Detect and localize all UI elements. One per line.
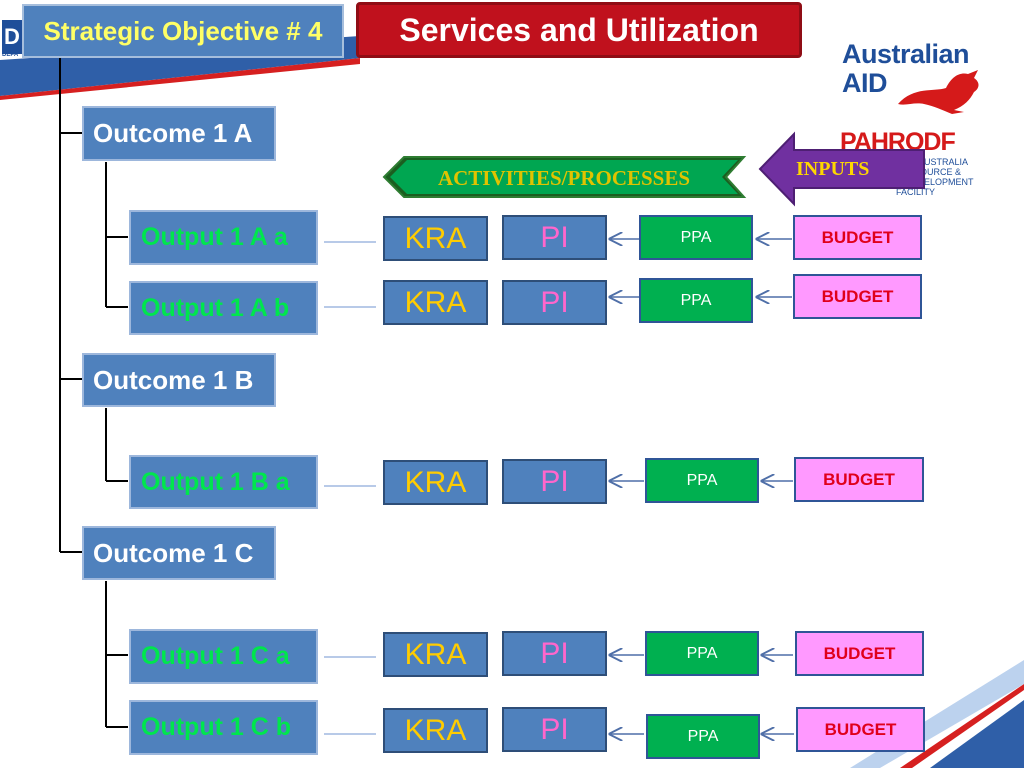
budget-box: BUDGET <box>795 631 924 676</box>
pi-box: PI <box>502 215 607 260</box>
budget-box: BUDGET <box>796 707 925 752</box>
outcome-a-branch-line <box>105 162 128 308</box>
output-1c-b: Output 1 C b <box>129 700 318 755</box>
ppa-box: PPA <box>646 714 760 759</box>
outcome-c-branch-line <box>105 581 128 728</box>
output-1c-a: Output 1 C a <box>129 629 318 684</box>
ppa-box: PPA <box>645 458 759 503</box>
strategic-objective-box: Strategic Objective # 4 <box>22 4 344 58</box>
kra-box: KRA <box>383 216 488 261</box>
inputs-label: INPUTS <box>796 158 870 180</box>
outcome-b-branch-line <box>105 408 128 482</box>
pi-box: PI <box>502 707 607 752</box>
pahrodf-sub-line2: SOURCE & <box>914 167 962 177</box>
kra-box: KRA <box>383 708 488 753</box>
department-logo-text: DEPA <box>2 52 19 58</box>
pi-box: PI <box>502 280 607 325</box>
ppa-box: PPA <box>639 215 753 260</box>
australian-aid-logo-line1: Australian <box>842 39 970 69</box>
ppa-box: PPA <box>645 631 759 676</box>
activities-processes-label: ACTIVITIES/PROCESSES <box>437 166 691 190</box>
bottom-blue-swoosh <box>930 700 1024 768</box>
outcome-1b: Outcome 1 B <box>82 353 276 407</box>
outcome-1c: Outcome 1 C <box>82 526 276 580</box>
kangaroo-icon <box>898 70 979 114</box>
output-1a-b: Output 1 A b <box>129 281 318 335</box>
pi-box: PI <box>502 459 607 504</box>
kra-box: KRA <box>383 280 488 325</box>
page-title: Services and Utilization <box>356 2 802 58</box>
pahrodf-sub-line4: FACILITY <box>896 187 936 197</box>
output-1b-a: Output 1 B a <box>129 455 318 509</box>
top-red-swoosh <box>0 58 360 100</box>
outcome-1a: Outcome 1 A <box>82 106 276 161</box>
ppa-box: PPA <box>639 278 753 323</box>
pahrodf-sub-line3: EVELOPMENT <box>912 177 974 187</box>
kra-box: KRA <box>383 632 488 677</box>
budget-box: BUDGET <box>794 457 924 502</box>
bottom-red-swoosh <box>900 684 1024 768</box>
australian-aid-logo-line2: AID <box>842 68 888 98</box>
budget-box: BUDGET <box>793 274 922 319</box>
pi-box: PI <box>502 631 607 676</box>
australian-aid-logo: Australian AID <box>842 39 970 98</box>
budget-box: BUDGET <box>793 215 922 260</box>
objective-trunk-line <box>59 58 82 553</box>
department-logo: D <box>2 20 22 54</box>
pahrodf-logo-subtitle: AUSTRALIA SOURCE & EVELOPMENT FACILITY <box>896 157 974 197</box>
pahrodf-sub-line1: AUSTRALIA <box>918 157 969 167</box>
inputs-arrow-shape <box>758 131 925 207</box>
kra-box: KRA <box>383 460 488 505</box>
output-1a-a: Output 1 A a <box>129 210 318 265</box>
